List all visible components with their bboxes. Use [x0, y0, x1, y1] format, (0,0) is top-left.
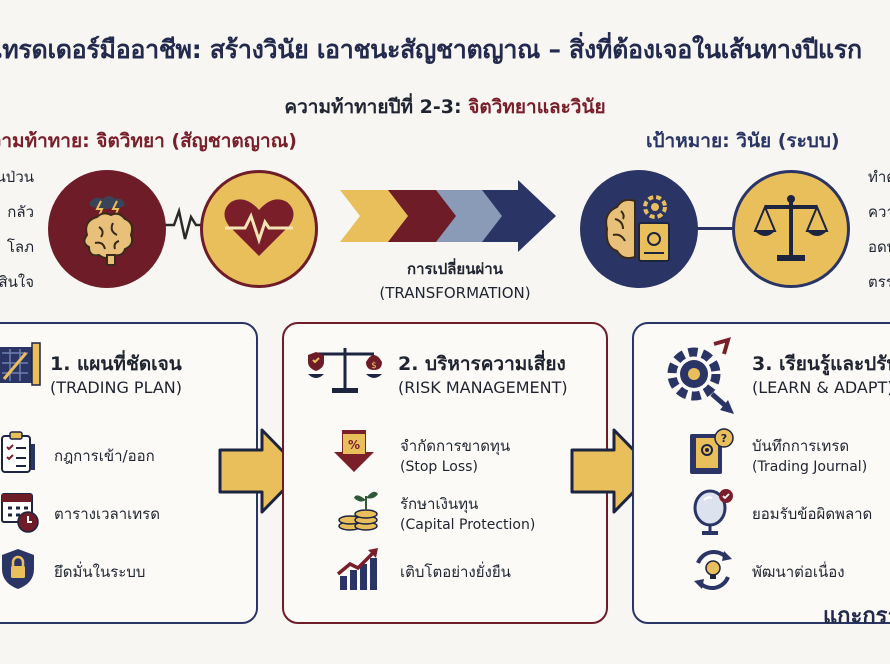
scale-circle: [732, 170, 850, 288]
signature-text: แกะกราฟ: [823, 604, 890, 629]
subtitle: ความท้าทายปีที่ 2-3: จิตวิทยาและวินัย: [0, 92, 890, 122]
goal-item: อดทน: [868, 238, 890, 256]
card-3-title: 3. เรียนรู้และปรับตัว: [752, 353, 890, 375]
heartbeat-icon: [224, 199, 294, 256]
loss-down-arrow-icon: %: [334, 430, 374, 472]
card-3-item-3: พัฒนาต่อเนื่อง: [752, 563, 845, 581]
card-1-item-2: ตารางเวลาเทรด: [54, 505, 160, 523]
transformation-label: การเปลี่ยนผ่าน (TRANSFORMATION): [355, 257, 555, 305]
svg-text:$: $: [371, 361, 377, 371]
brain-gear-book-icon: [605, 195, 670, 262]
coins-plant-icon: [338, 491, 378, 531]
card-2-item-2-en: (Capital Protection): [400, 517, 536, 533]
card-2-title-block: 2. บริหารความเสี่ยง (RISK MANAGEMENT): [398, 352, 568, 400]
subtitle-accent: จิตวิทยาและวินัย: [468, 96, 606, 118]
card-3-title-block: 3. เรียนรู้และปรับตัว (LEARN & ADAPT): [752, 352, 890, 400]
main-title: เทรดเดอร์มืออาชีพ: สร้างวินัย เอาชนะสัญช…: [0, 35, 862, 64]
card-3-item-1-en: (Trading Journal): [752, 459, 868, 475]
challenge-item: โลภ: [6, 238, 34, 256]
stress-brain-circle: [48, 170, 166, 288]
subtitle-prefix: ความท้าทายปีที่ 2-3:: [284, 96, 469, 118]
goal-heading: เป้าหมาย: วินัย (ระบบ): [646, 130, 840, 152]
challenge-item: กลัว: [7, 203, 34, 221]
risk-scale-icon: $: [308, 348, 382, 393]
challenge-item: ตัดสินใจ: [0, 273, 34, 291]
card-2-item-3: เติบโตอย่างยั่งยืน: [400, 563, 511, 581]
card-1-item-3: ยึดมั่นในระบบ: [54, 563, 146, 581]
card-2-subtitle: (RISK MANAGEMENT): [398, 378, 568, 397]
card-1-title-block: 1. แผนที่ชัดเจน (TRADING PLAN): [50, 352, 182, 400]
challenge-list: ปั่นป่วน กลัว โลภ ตัดสินใจ: [0, 160, 34, 300]
clipboard-checklist-icon: [1, 431, 35, 473]
transformation-label-th: การเปลี่ยนผ่าน: [407, 260, 503, 278]
blueprint-icon: [0, 342, 41, 386]
cycle-lightbulb-icon: [694, 549, 732, 591]
card-3-item-1-th: บันทึกการเทรด: [752, 437, 850, 455]
growth-chart-icon: [336, 548, 378, 590]
goal-item: ทำตาม: [868, 168, 890, 186]
challenge-heading: ความท้าทาย: จิตวิทยา (สัญชาตญาณ): [0, 130, 297, 152]
svg-text:?: ?: [721, 432, 727, 445]
shield-lock-icon: [2, 549, 34, 589]
goal-list: ทำตาม ความ อดทน ตรรกะ: [868, 160, 890, 300]
challenge-item: ปั่นป่วน: [0, 168, 34, 186]
journal-icon: ?: [690, 428, 734, 474]
card-2-item-1: จำกัดการขาดทุน (Stop Loss): [400, 436, 510, 478]
risk-management-card: [282, 322, 608, 624]
goal-item: ความ: [868, 203, 890, 221]
card-2-item-2: รักษาเงินทุน (Capital Protection): [400, 494, 535, 536]
calendar-clock-icon: [1, 493, 39, 533]
goal-item: ตรรกะ: [868, 273, 890, 291]
card-2-item-1-en: (Stop Loss): [400, 459, 478, 475]
mirror-check-icon: [693, 489, 733, 535]
heartbeat-connector: [160, 206, 210, 240]
card-3-item-2: ยอมรับข้อผิดพลาด: [752, 505, 873, 523]
brain-gear-circle: [580, 170, 698, 288]
card-1-subtitle: (TRADING PLAN): [50, 378, 183, 397]
card-1-item-1: กฎการเข้า/ออก: [54, 447, 155, 465]
transformation-arrows: [340, 180, 556, 252]
svg-text:%: %: [348, 438, 360, 452]
card-3-subtitle: (LEARN & ADAPT): [752, 378, 890, 397]
card-2-item-2-th: รักษาเงินทุน: [400, 495, 479, 513]
trading-plan-card: [0, 322, 258, 624]
balance-scale-icon: [753, 195, 829, 261]
card-2-item-1-th: จำกัดการขาดทุน: [400, 437, 511, 455]
card-1-title: 1. แผนที่ชัดเจน: [50, 353, 182, 375]
card-3-item-1: บันทึกการเทรด (Trading Journal): [752, 436, 867, 478]
heart-circle: [200, 170, 318, 288]
transformation-label-en: (TRANSFORMATION): [379, 284, 531, 302]
card-2-title: 2. บริหารความเสี่ยง: [398, 353, 566, 375]
transform-arrow-4: [482, 180, 556, 252]
gear-arrows-icon: [667, 337, 734, 414]
stress-brain-icon: [83, 196, 134, 266]
goal-connector: [690, 227, 740, 230]
